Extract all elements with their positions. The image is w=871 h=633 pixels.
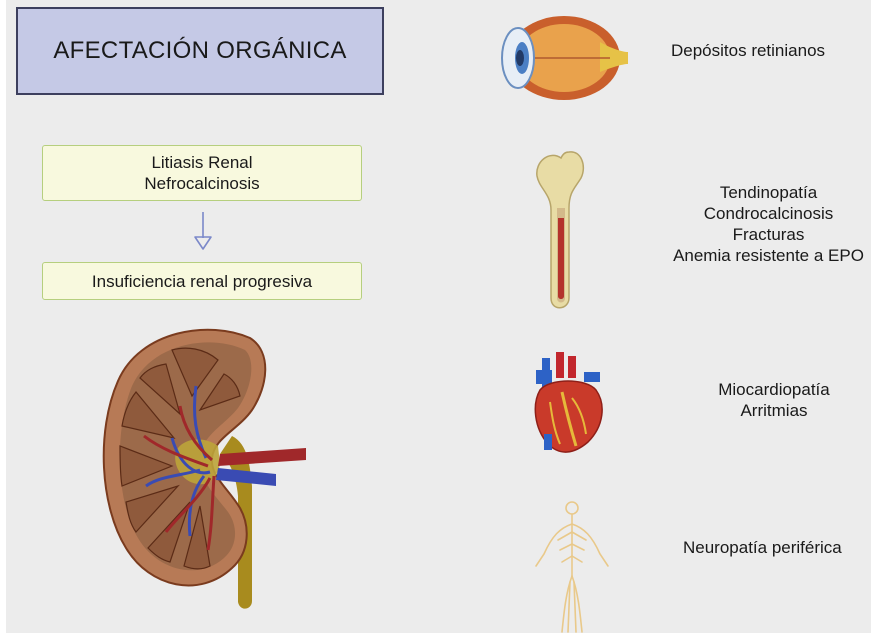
nervous-system-icon xyxy=(535,501,609,633)
heart-icon xyxy=(534,352,603,453)
down-arrow-icon xyxy=(194,212,212,250)
chondrocalcinosis-line: Condrocalcinosis xyxy=(703,204,834,223)
neuropathy-label: Neuropatía periférica xyxy=(683,537,842,558)
retinal-deposits-line: Depósitos retinianos xyxy=(671,41,826,60)
nephrocalcinosis-line: Nefrocalcinosis xyxy=(144,174,260,193)
eye-icon xyxy=(501,16,628,100)
renal-stones-box: Litiasis Renal Nefrocalcinosis xyxy=(42,145,362,201)
retinal-deposits-label: Depósitos retinianos xyxy=(671,40,825,61)
cardiac-effects-label: Miocardiopatía Arritmias xyxy=(709,379,839,421)
fractures-line: Fracturas xyxy=(732,225,805,244)
arrhythmias-line: Arritmias xyxy=(740,401,808,420)
neuropathy-line: Neuropatía periférica xyxy=(683,538,842,557)
bone-effects-label: Tendinopatía Condrocalcinosis Fracturas … xyxy=(660,182,871,266)
renal-failure-box: Insuficiencia renal progresiva xyxy=(42,262,362,300)
diagram-canvas: AFECTACIÓN ORGÁNICA Litiasis Renal Nefro… xyxy=(6,0,871,633)
kidney-icon xyxy=(102,328,306,609)
cardiomyopathy-line: Miocardiopatía xyxy=(718,380,830,399)
page-title: AFECTACIÓN ORGÁNICA xyxy=(16,7,384,95)
renal-stones-line: Litiasis Renal xyxy=(151,153,253,172)
bone-icon xyxy=(536,151,585,309)
tendinopathy-line: Tendinopatía xyxy=(719,183,818,202)
epo-anemia-line: Anemia resistente a EPO xyxy=(673,246,864,265)
